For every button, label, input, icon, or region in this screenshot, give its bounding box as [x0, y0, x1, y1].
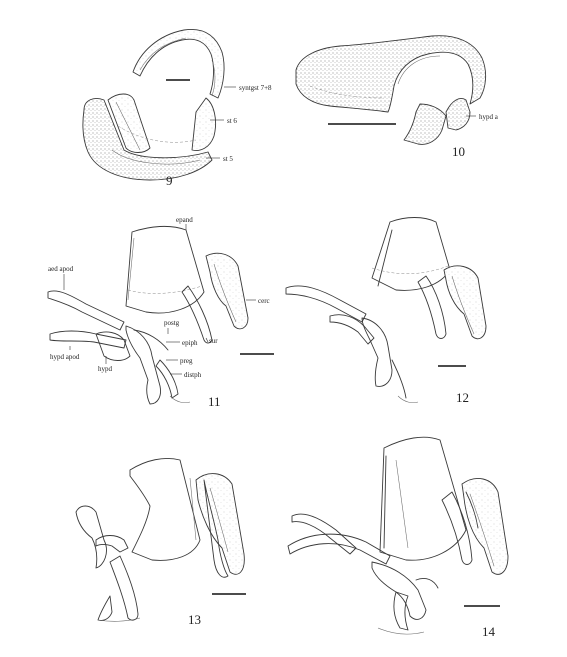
sternite-6-outline	[107, 93, 151, 153]
figure-number-13: 13	[188, 612, 201, 627]
label-sur: sur	[209, 337, 218, 345]
hypandrial-apodeme	[291, 513, 357, 555]
label-syntgst: syntgst 7+8	[239, 84, 272, 92]
hypandrium-outline	[295, 35, 487, 113]
figure-10: hypd a 10	[295, 35, 499, 159]
label-hypd-a: hypd a	[479, 113, 499, 121]
figure-12: 12	[285, 217, 487, 405]
epandrium-outline	[125, 225, 205, 314]
label-hypd: hypd	[98, 365, 113, 373]
cercus-outline	[443, 265, 487, 340]
phallus-outline	[361, 317, 393, 387]
figure-number-12: 12	[456, 390, 469, 405]
aedeagal-apodeme	[75, 505, 107, 569]
label-postg: postg	[164, 319, 180, 327]
surstylus-outline	[441, 491, 473, 565]
label-st5: st 5	[223, 155, 233, 163]
aedeagal-apodeme	[47, 290, 125, 331]
label-aed-apod: aed apod	[48, 265, 74, 273]
phallus-outline	[125, 325, 161, 405]
phallus-outline	[371, 561, 427, 620]
surstylus-outline	[181, 285, 213, 344]
hypandrial-process	[445, 98, 471, 131]
figure-number-10: 10	[452, 144, 465, 159]
label-cerc: cerc	[258, 297, 270, 305]
sternite-5-outline	[82, 98, 213, 181]
figure-9: syntgst 7+8 st 6 st 5 9	[82, 28, 272, 188]
figure-number-11: 11	[208, 394, 221, 409]
label-st6: st 6	[227, 117, 237, 125]
epandrium-outline	[379, 436, 467, 561]
phallus-outline	[109, 555, 139, 621]
figure-11: epand aed apod cerc postg epiph sur hypd…	[47, 216, 274, 409]
hypandrial-arm	[403, 103, 447, 145]
figure-14: 14	[287, 436, 509, 639]
cercus-outline	[205, 252, 249, 330]
epandrium-outline	[129, 458, 201, 561]
figure-13: 13	[75, 458, 246, 627]
aedeagal-apodeme	[285, 285, 367, 323]
hypandrial-apodeme	[49, 330, 127, 349]
label-hypd-apod: hypd apod	[50, 353, 80, 361]
figure-number-9: 9	[166, 173, 173, 188]
epandrium-outline	[371, 217, 451, 291]
figure-number-14: 14	[482, 624, 496, 639]
label-epiph: epiph	[182, 339, 198, 347]
syntergosternite-7-8-outline	[132, 28, 225, 99]
label-distph: distph	[184, 371, 202, 379]
aedeagal-apodeme	[287, 533, 391, 565]
hypandrium-body	[95, 331, 131, 361]
hypandrial-apodeme	[329, 314, 375, 345]
cercus-outline	[461, 477, 509, 575]
label-epand: epand	[176, 216, 193, 224]
label-preg: preg	[180, 357, 193, 365]
tergite-plate	[191, 97, 217, 151]
surstylus-outline	[417, 275, 447, 339]
